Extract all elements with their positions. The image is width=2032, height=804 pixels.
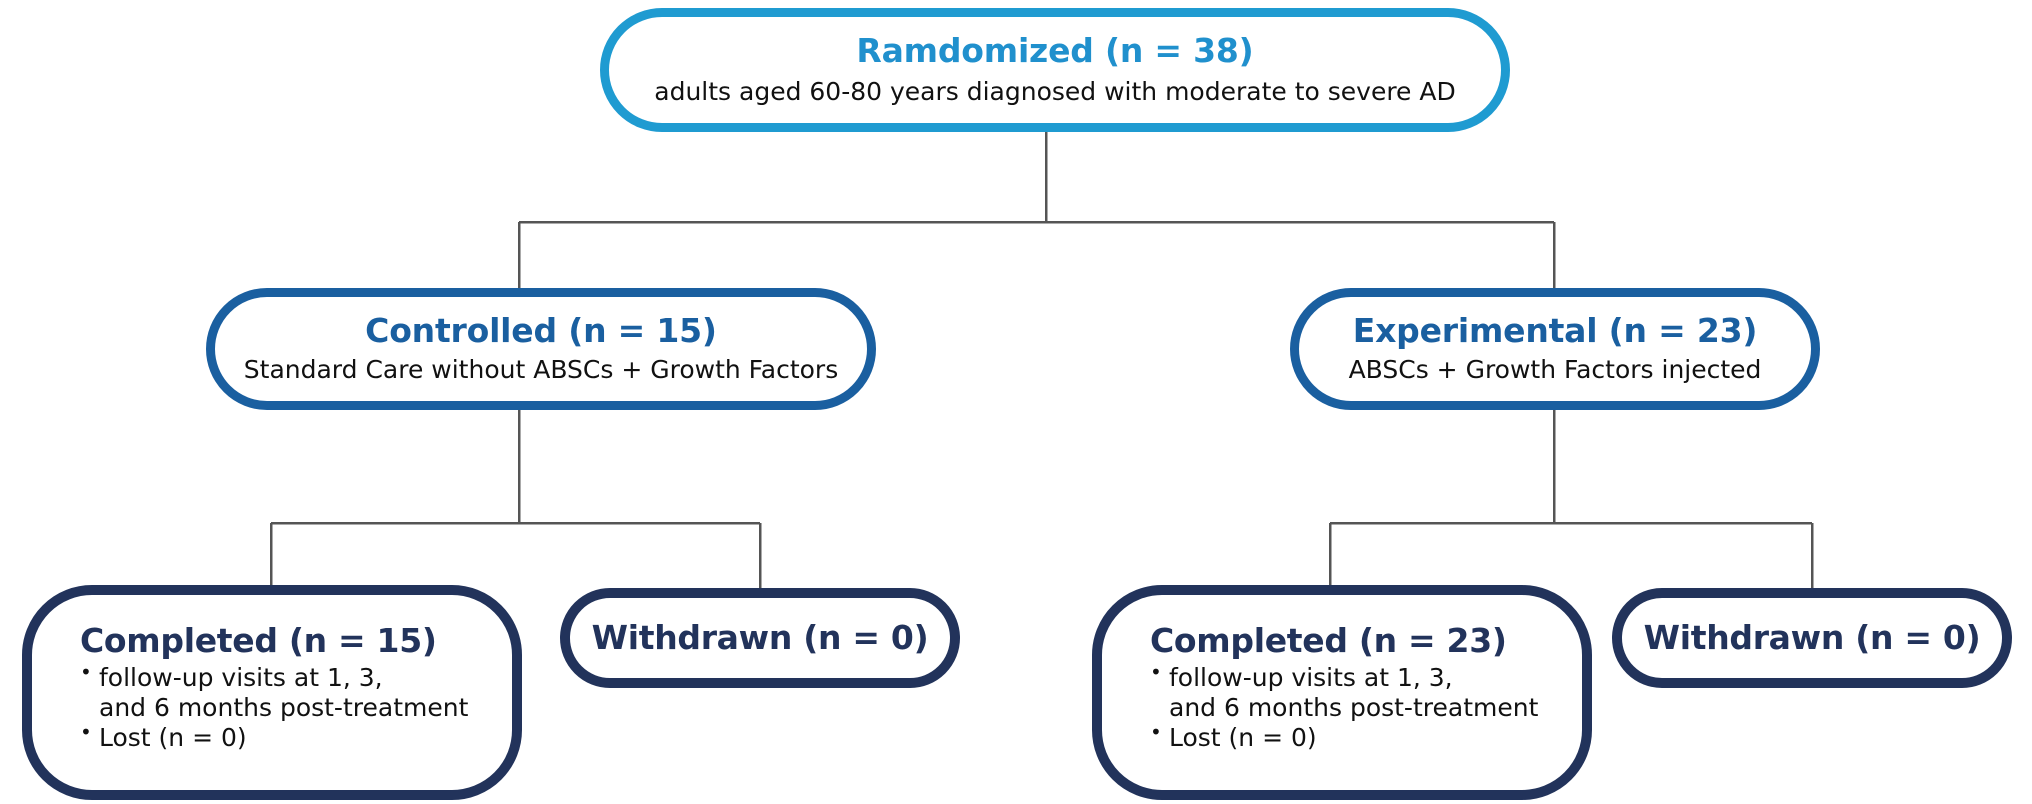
node-withdrawn-experimental-title: Withdrawn (n = 0) [1643, 617, 1981, 657]
node-completed-experimental-bullets: follow-up visits at 1, 3, and 6 months p… [1150, 661, 1538, 754]
node-randomized: Ramdomized (n = 38) adults aged 60-80 ye… [600, 8, 1510, 132]
node-controlled-subtitle: Standard Care without ABSCs + Growth Fac… [243, 354, 839, 384]
list-item: follow-up visits at 1, 3, and 6 months p… [1150, 661, 1538, 722]
node-randomized-subtitle: adults aged 60-80 years diagnosed with m… [654, 76, 1456, 106]
list-item: Lost (n = 0) [1150, 721, 1538, 753]
node-experimental-subtitle: ABSCs + Growth Factors injected [1348, 354, 1762, 384]
list-item: Lost (n = 0) [80, 721, 468, 753]
node-withdrawn-controlled-title: Withdrawn (n = 0) [591, 617, 929, 657]
node-experimental-arm: Experimental (n = 23) ABSCs + Growth Fac… [1290, 288, 1820, 410]
node-completed-experimental: Completed (n = 23) follow-up visits at 1… [1092, 585, 1592, 800]
node-controlled-arm: Controlled (n = 15) Standard Care withou… [206, 288, 876, 410]
node-controlled-title: Controlled (n = 15) [365, 311, 717, 351]
node-withdrawn-experimental: Withdrawn (n = 0) [1612, 588, 2012, 688]
node-withdrawn-controlled: Withdrawn (n = 0) [560, 588, 960, 688]
node-completed-experimental-title: Completed (n = 23) [1150, 621, 1507, 660]
node-completed-controlled-title: Completed (n = 15) [80, 621, 437, 660]
node-randomized-title: Ramdomized (n = 38) [856, 31, 1254, 71]
list-item: follow-up visits at 1, 3, and 6 months p… [80, 661, 468, 722]
node-completed-controlled: Completed (n = 15) follow-up visits at 1… [22, 585, 522, 800]
node-completed-controlled-bullets: follow-up visits at 1, 3, and 6 months p… [80, 661, 468, 754]
node-experimental-title: Experimental (n = 23) [1352, 311, 1758, 351]
